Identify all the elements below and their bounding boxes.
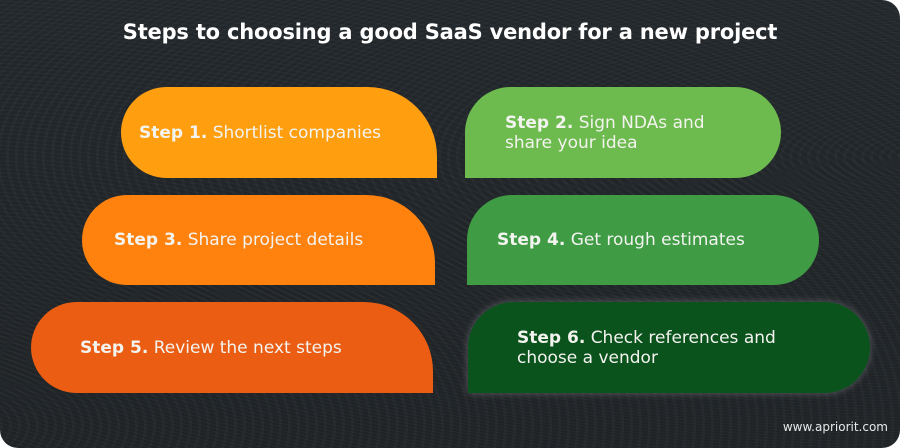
- website-url: www.apriorit.com: [782, 420, 888, 434]
- step-5-label: Step 5.: [80, 337, 149, 358]
- step-6-description: Check references and choose a vendor: [517, 327, 776, 368]
- step-3-description: Share project details: [187, 230, 364, 250]
- step-5-text: Step 5. Review the next steps: [80, 338, 342, 358]
- step-5-description: Review the next steps: [153, 337, 342, 358]
- step-2-card: Step 2. Sign NDAs and share your idea: [465, 87, 781, 178]
- step-4-text: Step 4. Get rough estimates: [497, 230, 745, 250]
- step-3-card: Step 3. Share project details: [82, 195, 435, 285]
- step-1-text: Step 1. Shortlist companies: [139, 123, 381, 143]
- step-3-label: Step 3.: [114, 230, 183, 250]
- step-4-description: Get rough estimates: [570, 230, 745, 250]
- step-6-text: Step 6. Check references and choose a ve…: [517, 328, 837, 368]
- step-2-text: Step 2. Sign NDAs and share your idea: [505, 113, 755, 153]
- step-1-description: Shortlist companies: [212, 122, 382, 143]
- infographic-title: Steps to choosing a good SaaS vendor for…: [122, 20, 778, 44]
- step-5-card: Step 5. Review the next steps: [31, 302, 433, 393]
- step-2-description: Sign NDAs and share your idea: [505, 112, 705, 153]
- step-6-card: Step 6. Check references and choose a ve…: [468, 302, 870, 393]
- step-4-label: Step 4.: [497, 230, 566, 250]
- step-3-text: Step 3. Share project details: [114, 230, 363, 250]
- step-6-label: Step 6.: [517, 327, 586, 348]
- step-4-card: Step 4. Get rough estimates: [467, 195, 819, 285]
- step-1-label: Step 1.: [139, 122, 208, 143]
- step-2-label: Step 2.: [505, 112, 574, 133]
- step-1-card: Step 1. Shortlist companies: [121, 87, 437, 178]
